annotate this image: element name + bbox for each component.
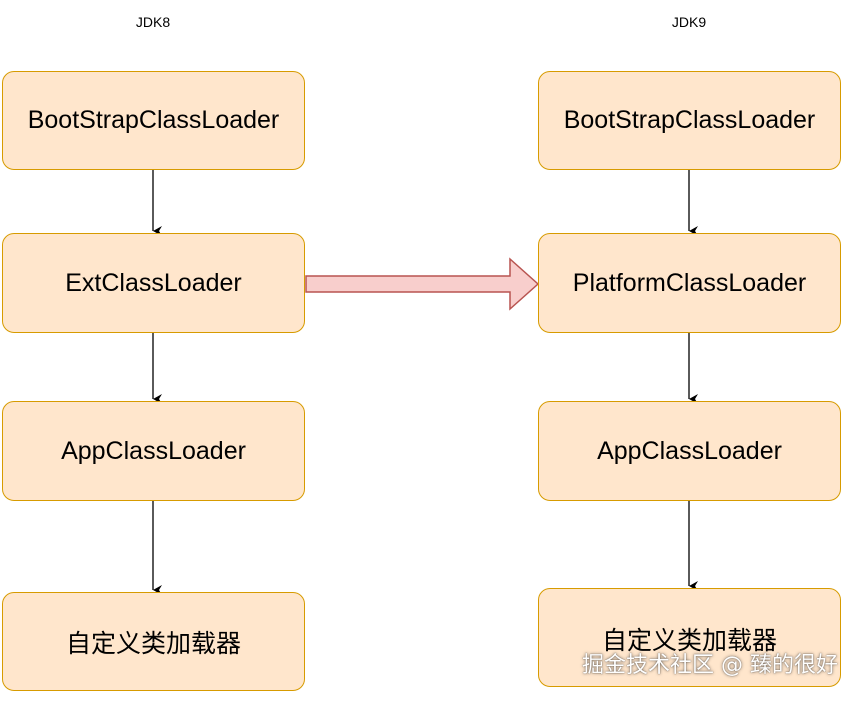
watermark: 掘金技术社区 @ 臻的很好 <box>582 653 838 678</box>
node-left-ext-classloader: ExtClassLoader <box>2 233 305 333</box>
column-title-jdk8: JDK8 <box>135 14 171 30</box>
transition-arrow <box>305 257 540 311</box>
column-title-jdk9: JDK9 <box>671 14 707 30</box>
node-left-app-classloader: AppClassLoader <box>2 401 305 501</box>
node-right-platform-classloader: PlatformClassLoader <box>538 233 841 333</box>
node-right-app-classloader: AppClassLoader <box>538 401 841 501</box>
node-right-bootstrap-classloader: BootStrapClassLoader <box>538 71 841 170</box>
node-left-bootstrap-classloader: BootStrapClassLoader <box>2 71 305 170</box>
node-right-custom-classloader: 自定义类加载器 <box>538 588 841 687</box>
node-left-custom-classloader: 自定义类加载器 <box>2 592 305 691</box>
